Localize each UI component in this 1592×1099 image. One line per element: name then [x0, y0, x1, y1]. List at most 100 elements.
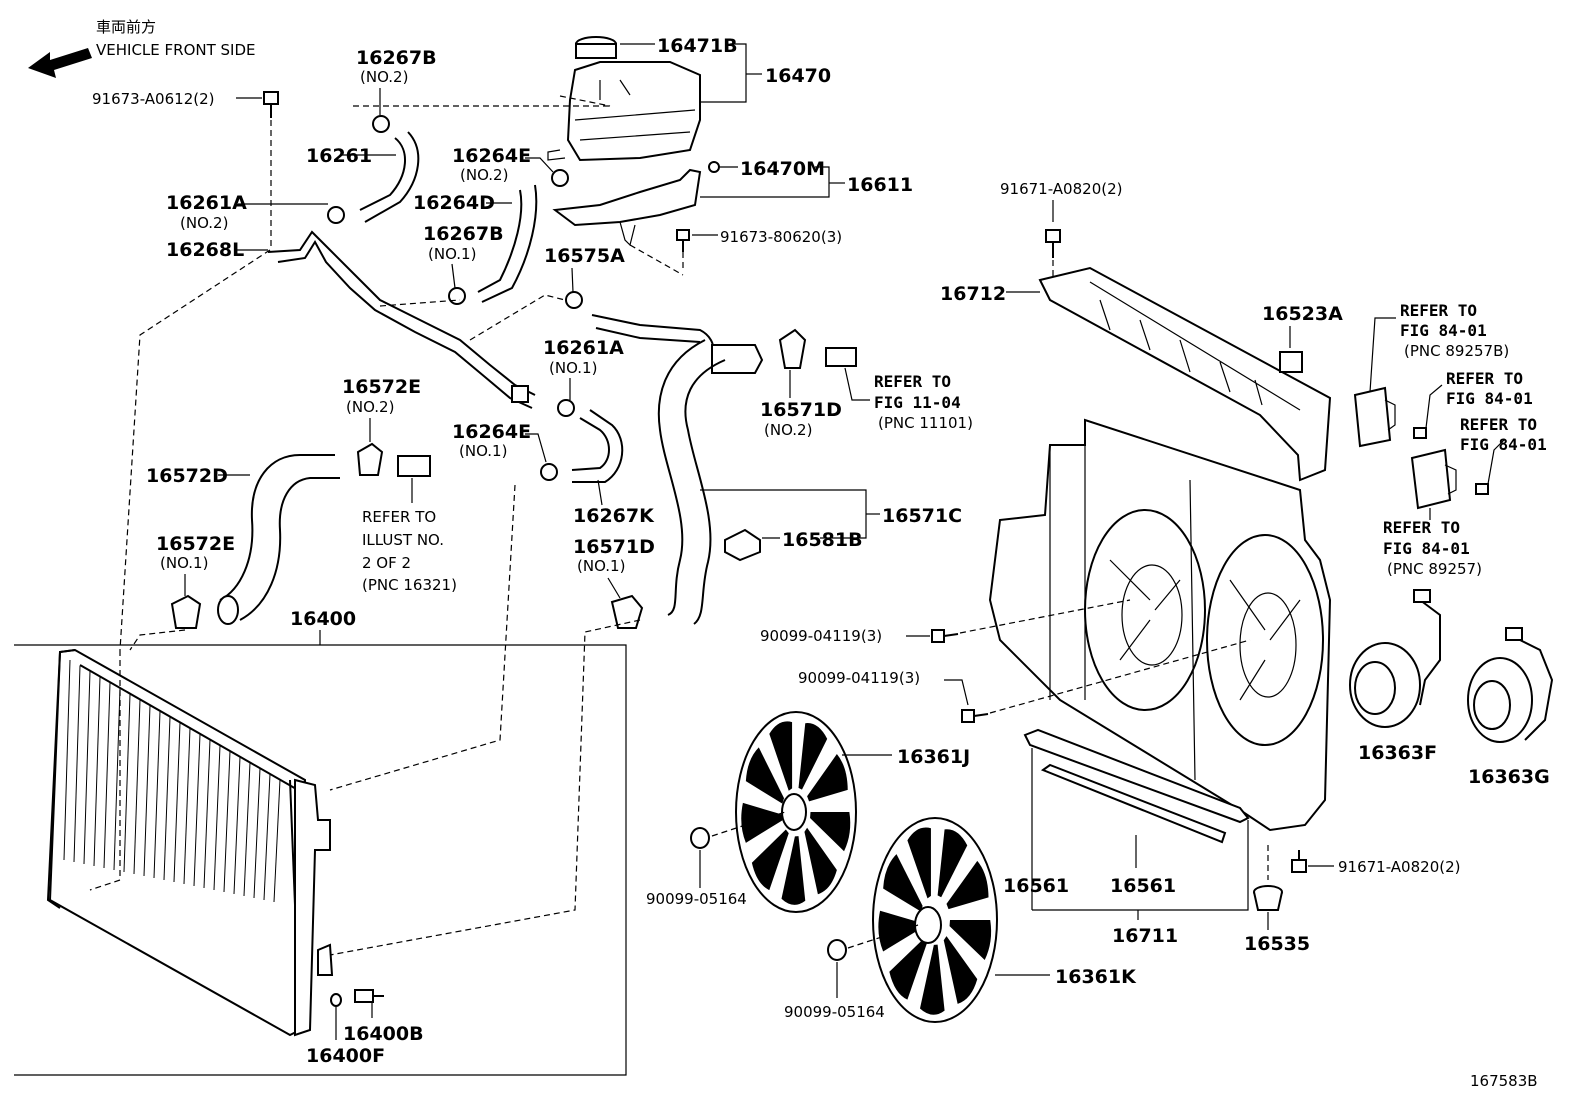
label-16561-b: 16561: [1110, 875, 1176, 897]
radiator-fin: [233, 756, 241, 895]
label-16571D-bot-sub: (NO.1): [577, 557, 625, 575]
radiator-fin: [253, 768, 261, 899]
label-16261A-top: 16261A: [166, 192, 247, 214]
clamp-16571D-no2: [778, 328, 807, 369]
seal-16561-a: [1023, 728, 1250, 824]
tank-bracket: [552, 168, 702, 247]
radiator-fin: [103, 682, 111, 869]
clamp-16575A: [565, 291, 583, 309]
clamp-16264E-no2: [551, 169, 569, 187]
fan-blade: [946, 860, 989, 910]
radiator-fin: [263, 773, 271, 901]
hose-16261: [359, 131, 420, 223]
clamp-16572E-no1: [170, 594, 202, 629]
radiator-fin: [213, 745, 221, 891]
clamp-16267B-no1: [448, 287, 466, 305]
fan-blade: [907, 827, 931, 899]
label-16572E-bot-sub: (NO.1): [160, 554, 208, 572]
fan-blade: [769, 721, 793, 791]
nut-16523A: [1279, 351, 1303, 373]
radiator-fin: [93, 677, 101, 867]
ref-fig-11-04-line3: (PNC 11101): [878, 414, 973, 432]
resistor-89257: [1410, 448, 1457, 510]
radiator-fin: [183, 728, 191, 885]
hose-16264D: [477, 184, 538, 303]
hose-16267K: [571, 409, 624, 483]
bolt-91673-80620: [676, 229, 690, 252]
radiator-16400: [46, 648, 334, 1037]
fan-motor-16363F: [1349, 589, 1441, 728]
label-91673-A0612: 91673-A0612(2): [92, 90, 214, 108]
label-16261A-top-sub: (NO.2): [180, 214, 228, 232]
label-16267K: 16267K: [573, 505, 655, 527]
fan-blade: [804, 827, 837, 895]
screw-90099-04119-a: [931, 629, 959, 643]
ref-84-01-d-line2: FIG 84-01: [1383, 539, 1470, 558]
label-16268L: 16268L: [166, 239, 244, 261]
label-16572E-top: 16572E: [342, 376, 421, 398]
label-16711: 16711: [1112, 925, 1178, 947]
radiator-fin: [203, 739, 211, 889]
label-16261: 16261: [306, 145, 372, 167]
lower-radiator-hose-16572D: [217, 454, 340, 625]
radiator-fin: [73, 665, 81, 863]
fan-blade: [741, 802, 783, 843]
fan-blade: [883, 854, 923, 912]
label-90099-04119-a: 90099-04119(3): [760, 627, 882, 645]
radiator-fin: [133, 699, 141, 875]
clamp-16572E-no2: [356, 442, 384, 476]
label-16400: 16400: [290, 608, 356, 630]
fan-blade: [949, 920, 992, 961]
radiator-fins: [63, 659, 281, 903]
ref-fig-11-04-line2: FIG 11-04: [874, 393, 961, 412]
label-16400B: 16400B: [343, 1023, 424, 1045]
fan-blade: [781, 836, 806, 905]
label-16264E-mid-sub: (NO.1): [459, 442, 507, 460]
label-16267B-top-sub: (NO.2): [360, 68, 408, 86]
label-90099-05164-b: 90099-05164: [784, 1003, 885, 1021]
label-16712: 16712: [940, 283, 1006, 305]
clamp-16571D-no1: [610, 594, 644, 629]
fan-blade: [798, 723, 828, 790]
nut-90099-05164-a: [690, 827, 710, 849]
label-90099-05164-a: 90099-05164: [646, 890, 747, 908]
clamp-16267B-no2: [372, 115, 390, 133]
ref-84-01-c-line1: REFER TO: [1460, 415, 1537, 434]
radiator-fin: [273, 779, 281, 903]
radiator-fin: [163, 716, 171, 881]
radiator-fin: [193, 734, 201, 887]
label-16264D: 16264D: [413, 192, 495, 214]
fan-16361K: [872, 817, 998, 1023]
clamp-16261A-no2: [327, 206, 345, 224]
ref-illust-line4: (PNC 16321): [362, 576, 457, 594]
label-16572E-bot: 16572E: [156, 533, 235, 555]
fan-shroud-16711: [988, 418, 1332, 832]
label-16264E-mid: 16264E: [452, 421, 531, 443]
drain-cock-16400B: [354, 989, 384, 1003]
label-16363G: 16363G: [1468, 766, 1550, 788]
ref-84-01-d-line1: REFER TO: [1383, 518, 1460, 537]
radiator-fin: [113, 688, 121, 871]
radiator-fin: [143, 705, 151, 877]
ref-84-01-b-line2: FIG 84-01: [1446, 389, 1533, 408]
label-90099-04119-b: 90099-04119(3): [798, 669, 920, 687]
label-16561-a: 16561: [1003, 875, 1069, 897]
screw-ref-84-01-b: [1413, 427, 1427, 439]
label-16572D: 16572D: [146, 465, 228, 487]
reservoir-tank: [547, 36, 701, 162]
label-16470M: 16470M: [740, 158, 825, 180]
clamp-16264E-no1: [540, 463, 558, 481]
ref-illust-line2: ILLUST NO.: [362, 531, 444, 549]
fan-blade: [943, 936, 978, 1004]
fan-blade: [889, 937, 928, 1000]
label-16267B-top: 16267B: [356, 47, 437, 69]
bolt-91673-A0612: [263, 91, 279, 118]
cushion-16535: [1253, 885, 1283, 911]
label-91671-A0820-bot: 91671-A0820(2): [1338, 858, 1460, 876]
label-16572E-top-sub: (NO.2): [346, 398, 394, 416]
clamp-16581B: [724, 528, 761, 562]
ref-84-01-a-line3: (PNC 89257B): [1404, 342, 1509, 360]
label-16571C: 16571C: [882, 505, 962, 527]
